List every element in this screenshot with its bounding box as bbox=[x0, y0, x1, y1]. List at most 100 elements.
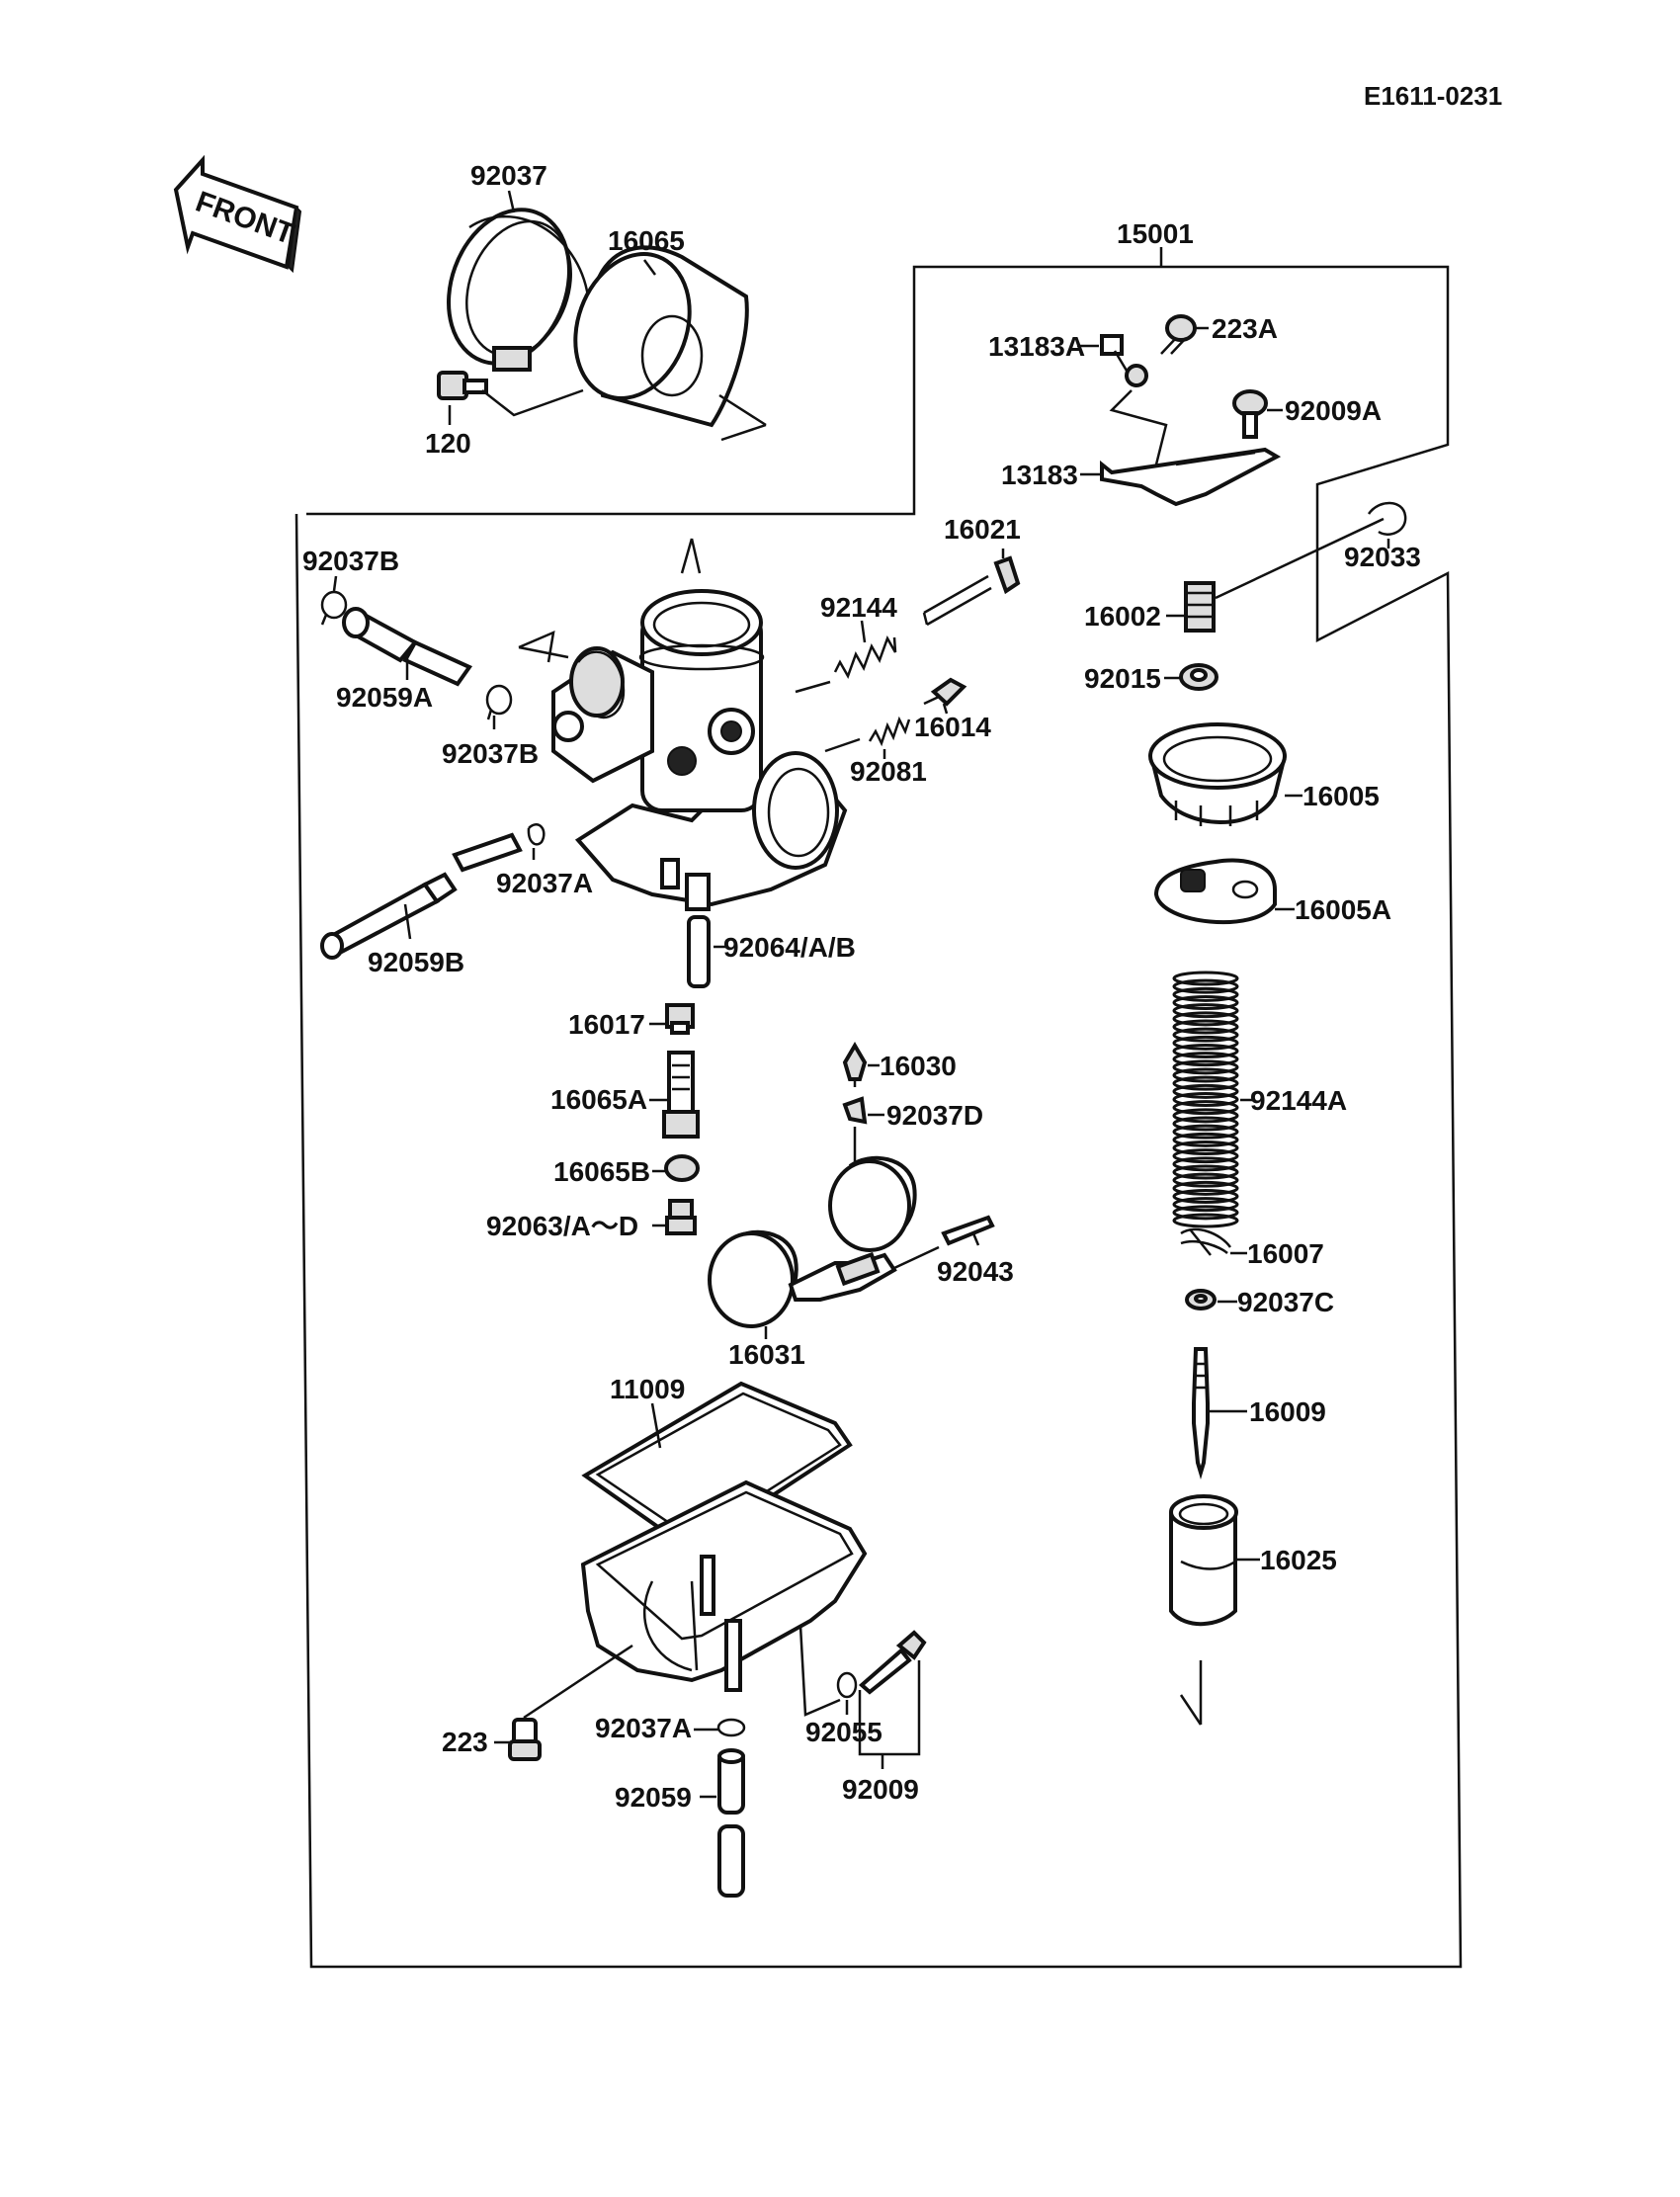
oring-92055-part bbox=[836, 1671, 858, 1699]
kit-boundary-15001 bbox=[294, 265, 1463, 1969]
label-92063AD: 92063/A～D bbox=[486, 1211, 638, 1241]
spring-coil-turn bbox=[1172, 986, 1239, 1002]
spring-coil-turn bbox=[1172, 1003, 1239, 1019]
label-92037A-top: 92037A bbox=[496, 868, 593, 898]
label-92055: 92055 bbox=[805, 1717, 882, 1747]
needle-jet-16017-part bbox=[665, 1003, 695, 1035]
tube-92059-part bbox=[717, 1748, 745, 1898]
label-92037B-mid: 92037B bbox=[442, 738, 539, 769]
float-16031-part bbox=[708, 1155, 917, 1328]
label-92059: 92059 bbox=[615, 1782, 692, 1813]
spring-coil-turn bbox=[1172, 1019, 1239, 1035]
spring-coil-turn bbox=[1172, 1132, 1239, 1147]
label-11009: 11009 bbox=[610, 1374, 685, 1404]
label-16014: 16014 bbox=[914, 712, 991, 742]
clip-92037A-bottom-part bbox=[716, 1718, 746, 1737]
holder-16065-part bbox=[573, 245, 749, 428]
spring-coil-turn bbox=[1172, 1100, 1239, 1116]
throttle-valve-16025-part bbox=[1169, 1494, 1238, 1627]
spring-coil-turn bbox=[1172, 1189, 1239, 1204]
cap-16005A-part bbox=[1153, 858, 1277, 925]
spring-coil-turn bbox=[1172, 971, 1239, 986]
label-92009A: 92009A bbox=[1285, 395, 1382, 426]
nut-92015-part bbox=[1179, 663, 1218, 691]
screw-16021-part bbox=[922, 555, 1021, 627]
label-16017: 16017 bbox=[568, 1009, 645, 1040]
label-16065: 16065 bbox=[608, 225, 685, 256]
spring-92081-part bbox=[868, 716, 911, 747]
spring-coil-turn bbox=[1172, 978, 1239, 994]
spring-92144-part bbox=[833, 635, 897, 679]
bracket-13183-part bbox=[1100, 447, 1282, 507]
spring-coil-turn bbox=[1172, 1197, 1239, 1213]
washer-16065B-part bbox=[664, 1154, 700, 1182]
clip-92033-part bbox=[1367, 501, 1407, 536]
main-jet-92063-part bbox=[665, 1199, 697, 1235]
pin-92043-part bbox=[941, 1215, 995, 1246]
label-92059A: 92059A bbox=[336, 682, 433, 713]
spring-coil-turn bbox=[1172, 1213, 1239, 1228]
spring-coil-turn bbox=[1172, 1067, 1239, 1083]
label-16005: 16005 bbox=[1302, 781, 1380, 811]
part-13183A bbox=[1100, 334, 1148, 387]
screw-92009-part bbox=[858, 1630, 927, 1695]
label-16007: 16007 bbox=[1247, 1238, 1324, 1269]
front-arrow-icon: FRONT bbox=[173, 154, 302, 274]
needle-16009-part bbox=[1192, 1347, 1210, 1479]
clip-92037D-part bbox=[842, 1096, 868, 1125]
spring-coil-turn bbox=[1172, 1044, 1239, 1058]
label-92037D: 92037D bbox=[886, 1100, 983, 1131]
adjuster-16002-part bbox=[1184, 581, 1216, 633]
label-92009: 92009 bbox=[842, 1774, 919, 1805]
spring-coil-turn bbox=[1172, 1116, 1239, 1132]
spring-coil-turn bbox=[1172, 1141, 1239, 1155]
float-bowl-part bbox=[580, 1479, 868, 1692]
spring-coil-turn bbox=[1172, 1011, 1239, 1027]
spring-coil-turn bbox=[1172, 1108, 1239, 1124]
label-92064AB: 92064/A/B bbox=[723, 932, 856, 963]
spring-coil-turn bbox=[1172, 1205, 1239, 1221]
label-16025: 16025 bbox=[1260, 1545, 1337, 1575]
spring-coil-turn bbox=[1172, 1059, 1239, 1075]
label-92059B: 92059B bbox=[368, 947, 464, 977]
label-223A: 223A bbox=[1212, 313, 1278, 344]
label-15001: 15001 bbox=[1117, 218, 1194, 249]
clip-92037A-top-part bbox=[527, 823, 546, 846]
tube-92059B-part bbox=[320, 832, 523, 960]
spring-coil-turn bbox=[1172, 1035, 1239, 1051]
label-92037C: 92037C bbox=[1237, 1287, 1334, 1317]
label-16002: 16002 bbox=[1084, 601, 1161, 632]
label-13183A: 13183A bbox=[988, 331, 1085, 362]
jet-holder-16065A-part bbox=[662, 1051, 700, 1139]
label-16030: 16030 bbox=[880, 1051, 957, 1081]
screw-223A-part bbox=[1160, 314, 1197, 355]
cap-16005-part bbox=[1148, 722, 1287, 826]
label-120: 120 bbox=[425, 428, 471, 459]
label-92033: 92033 bbox=[1344, 542, 1421, 572]
spring-coil-turn bbox=[1172, 1092, 1239, 1107]
screw-120-part bbox=[437, 371, 488, 400]
spring-coil-turn bbox=[1172, 1075, 1239, 1091]
label-92081: 92081 bbox=[850, 756, 927, 787]
label-16031: 16031 bbox=[728, 1339, 805, 1370]
screw-16014-part bbox=[923, 677, 967, 707]
label-92037B-top: 92037B bbox=[302, 546, 399, 576]
float-valve-16030-part bbox=[842, 1042, 868, 1087]
spring-coil-turn bbox=[1172, 1164, 1239, 1180]
spring-92144A-part bbox=[1172, 971, 1239, 1228]
label-92037A-bottom: 92037A bbox=[595, 1713, 692, 1743]
label-13183: 13183 bbox=[1001, 460, 1078, 490]
spring-coil-turn bbox=[1172, 1156, 1239, 1172]
clip-92037C-part bbox=[1185, 1289, 1217, 1310]
label-92015: 92015 bbox=[1084, 663, 1161, 694]
spring-coil-turn bbox=[1172, 1052, 1239, 1067]
label-16021: 16021 bbox=[944, 514, 1021, 545]
carburetor-body-part bbox=[551, 589, 848, 911]
spring-coil-turn bbox=[1172, 1148, 1239, 1164]
screw-223-part bbox=[508, 1718, 542, 1761]
spring-coil-turn bbox=[1172, 1124, 1239, 1140]
spring-coil-turn bbox=[1172, 1083, 1239, 1099]
clamp-92037-part bbox=[447, 208, 590, 372]
tube-92059A-part bbox=[342, 607, 473, 687]
